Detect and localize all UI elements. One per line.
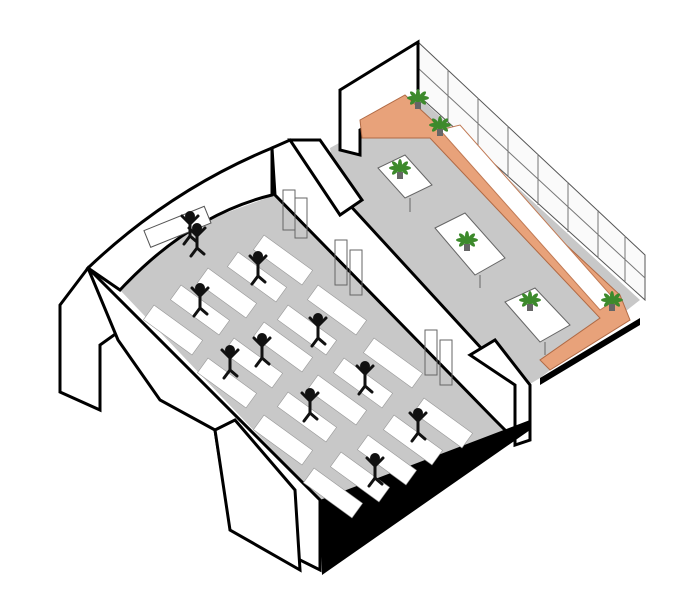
yoga-mat bbox=[253, 234, 313, 286]
yoga-mat bbox=[307, 374, 367, 426]
corner-wall bbox=[287, 138, 365, 218]
bottom-wall bbox=[320, 420, 530, 575]
plant-icon bbox=[389, 159, 411, 179]
yoga-mat bbox=[303, 467, 363, 519]
right-end-wall bbox=[467, 338, 532, 448]
yoga-figure bbox=[365, 453, 385, 488]
yoga-mat bbox=[333, 357, 393, 409]
yoga-room bbox=[58, 138, 532, 575]
window-grid bbox=[417, 67, 646, 282]
lounge-back-wall bbox=[338, 39, 420, 157]
yoga-figure bbox=[180, 211, 200, 246]
plant-icon bbox=[601, 291, 623, 311]
yoga-figure bbox=[300, 388, 320, 423]
yoga-mat bbox=[197, 357, 257, 409]
yoga-figure bbox=[355, 361, 375, 396]
plant-icon bbox=[407, 89, 429, 109]
yoga-mat bbox=[357, 434, 417, 486]
yoga-figure bbox=[187, 223, 207, 258]
yoga-mat bbox=[253, 321, 313, 373]
yoga-figure bbox=[248, 251, 268, 286]
lounge-table bbox=[377, 154, 433, 212]
yoga-mat bbox=[197, 267, 257, 319]
yoga-mat bbox=[363, 337, 423, 389]
yoga-mat bbox=[307, 284, 367, 336]
lounge-front-wall bbox=[540, 318, 640, 385]
yoga-figure bbox=[190, 283, 210, 318]
door-openings bbox=[282, 189, 453, 386]
yoga-mat bbox=[413, 397, 473, 449]
yoga-figure bbox=[252, 333, 272, 368]
yoga-figure bbox=[308, 313, 328, 348]
yoga-figure bbox=[408, 408, 428, 443]
plant-icon bbox=[519, 291, 541, 311]
yoga-mat bbox=[143, 304, 203, 356]
lounge-room bbox=[330, 39, 646, 390]
yoga-mat bbox=[330, 451, 390, 503]
yoga-figure bbox=[220, 345, 240, 380]
plant-icon bbox=[429, 116, 451, 136]
lower-annex bbox=[213, 418, 302, 573]
plant-icon bbox=[456, 231, 478, 251]
yoga-mat bbox=[253, 414, 313, 466]
